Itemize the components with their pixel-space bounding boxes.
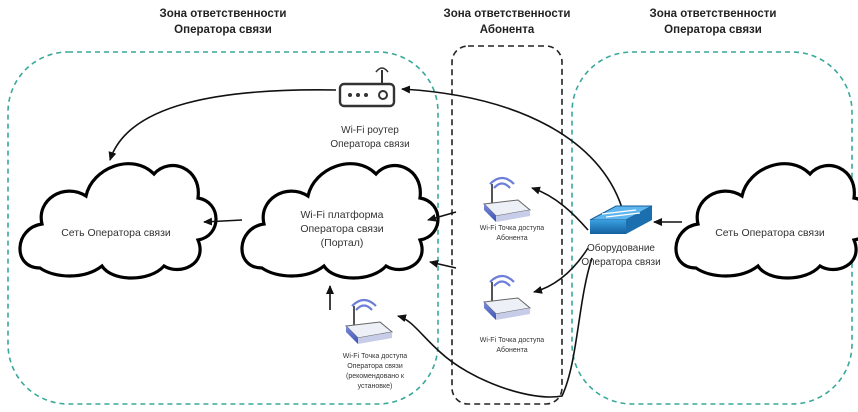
- arrow-bottom-ap-to-platform: [429, 259, 457, 269]
- router-icon: [338, 67, 396, 108]
- subscriber-ap-line: Абонента: [496, 347, 528, 354]
- arrow-equipment-to-bottom-ap: [533, 247, 589, 294]
- wifi-access-point-icon: [344, 298, 394, 344]
- operator-ap-line: Оператора связи: [347, 363, 403, 370]
- arrow-router-to-network: [108, 89, 337, 161]
- zone-title-line: Оператора связи: [174, 24, 272, 36]
- subscriber-ap-bottom-label: Wi-Fi Точка доступа Абонента: [462, 336, 562, 356]
- wifi-router-label: Wi-Fi роутер Оператора связи: [300, 124, 440, 152]
- arrow-equipment-to-router: [401, 85, 623, 209]
- zone-title-line: Зона ответственности: [649, 8, 777, 20]
- operator-ap-label: Wi-Fi Точка доступа Оператора связи (рек…: [320, 352, 430, 392]
- subscriber-ap-top-label: Wi-Fi Точка доступа Абонента: [462, 224, 562, 244]
- zone-title-subscriber: Зона ответственности Абонента: [412, 6, 602, 38]
- zone-title-operator-right: Зона ответственности Оператора связи: [618, 6, 808, 38]
- arrow-equipment-to-top-ap: [531, 186, 589, 231]
- wifi-access-point-icon: [482, 176, 532, 222]
- zone-title-line: Абонента: [479, 24, 535, 36]
- operator-ap-line: Wi-Fi Точка доступа: [342, 353, 408, 360]
- cloud-icon: [18, 162, 218, 280]
- subscriber-ap-line: Wi-Fi Точка доступа: [479, 225, 545, 232]
- wifi-router-line: Оператора связи: [330, 139, 410, 150]
- operator-zone-left: [7, 51, 439, 405]
- operator-ap-line: (рекомендовано к: [346, 373, 404, 380]
- wifi-access-point-icon: [482, 274, 532, 320]
- arrow-equipment-to-operator-ap: [397, 257, 593, 398]
- arrow-platform-to-network: [203, 217, 243, 226]
- arrow-top-ap-to-platform: [427, 211, 457, 222]
- wifi-router-line: Wi-Fi роутер: [341, 125, 399, 136]
- zone-title-line: Зона ответственности: [159, 8, 287, 20]
- operator-equipment-line: Оборудование: [586, 243, 655, 254]
- zone-title-operator-left: Зона ответственности Оператора связи: [128, 6, 318, 38]
- operator-ap-line: установке): [357, 383, 393, 390]
- wifi-platform-line: Оператора связи: [300, 223, 384, 235]
- network-switch-icon: [589, 205, 653, 234]
- wifi-platform-label: Wi-Fi платформа Оператора связи (Портал): [262, 208, 422, 250]
- zone-title-line: Оператора связи: [664, 24, 762, 36]
- subscriber-ap-line: Абонента: [496, 235, 528, 242]
- connection-arrows: [108, 85, 682, 398]
- cloud-icon: [674, 162, 858, 280]
- subscriber-ap-line: Wi-Fi Точка доступа: [479, 337, 545, 344]
- cloud-icon: [240, 162, 440, 280]
- operator-network-left-label: Сеть Оператора связи: [61, 227, 171, 239]
- zone-title-line: Зона ответственности: [443, 8, 571, 20]
- operator-network-right-label: Сеть Оператора связи: [715, 227, 825, 239]
- operator-equipment-line: Оператора связи: [581, 257, 661, 268]
- wifi-platform-line: Wi-Fi платформа: [300, 209, 384, 221]
- subscriber-zone: [451, 45, 563, 405]
- wifi-platform-line: (Портал): [320, 237, 364, 249]
- operator-equipment-label: Оборудование Оператора связи: [566, 242, 676, 270]
